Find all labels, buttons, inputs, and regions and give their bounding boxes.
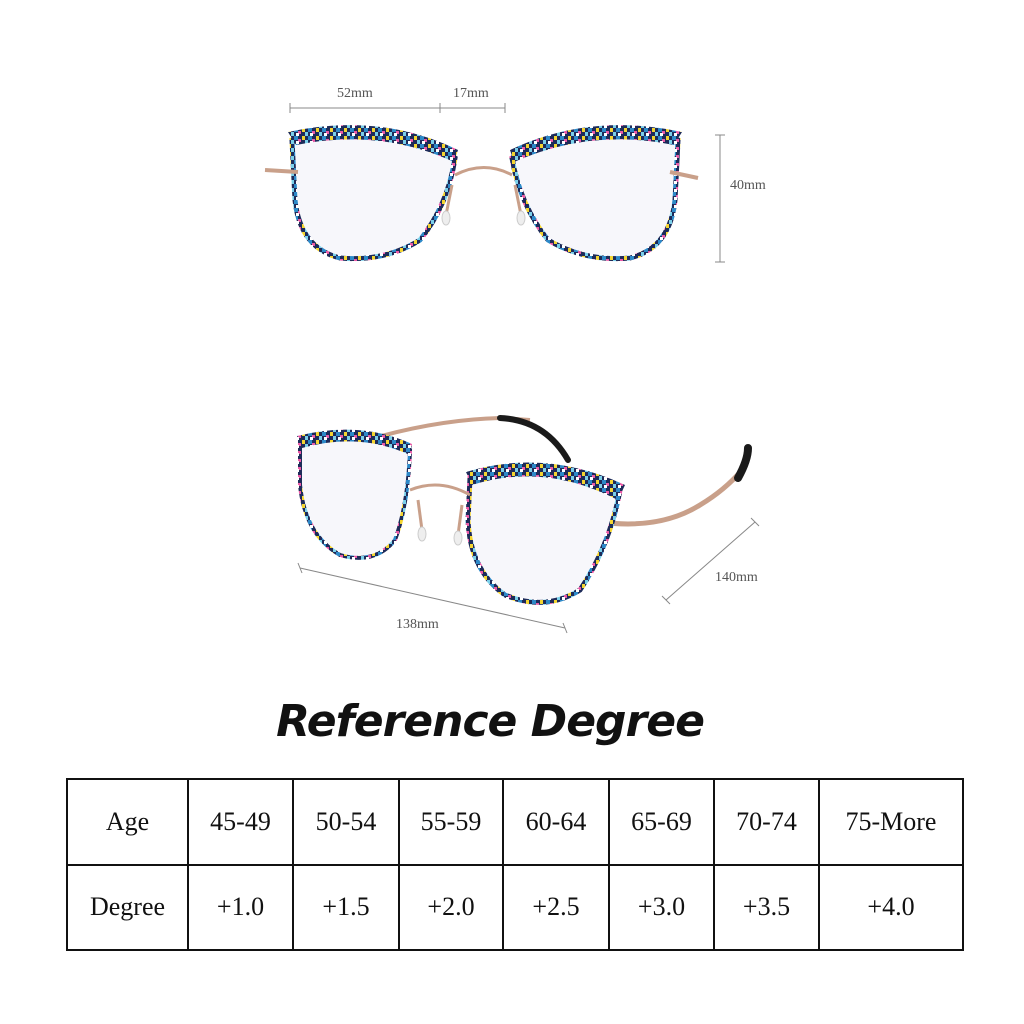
- table-cell: 50-54: [292, 778, 400, 866]
- angled-near-temple: [599, 444, 752, 527]
- table-cell: 45-49: [187, 778, 294, 866]
- temple-length-label: 140mm: [715, 570, 758, 585]
- front-dimension-lines: [289, 103, 725, 263]
- lens-width-label: 52mm: [337, 86, 373, 101]
- table-cell: +2.5: [502, 863, 610, 951]
- reference-degree-title: Reference Degree: [276, 696, 705, 747]
- front-left-lens: [288, 125, 458, 262]
- bridge-width-label: 17mm: [453, 86, 489, 101]
- frame-width-label: 138mm: [396, 617, 439, 632]
- table-row: Degree +1.0 +1.5 +2.0 +2.5 +3.0 +3.5 +4.…: [66, 863, 964, 951]
- angled-right-lens: [465, 462, 625, 605]
- angled-dimension-lines: [297, 517, 760, 634]
- degree-row-header: Degree: [66, 863, 189, 951]
- table-cell: +1.0: [187, 863, 294, 951]
- angled-left-lens: [297, 429, 413, 560]
- lens-height-label: 40mm: [730, 178, 766, 193]
- glasses-front-view: [264, 103, 725, 263]
- table-cell: 65-69: [608, 778, 715, 866]
- glasses-angled-view: [297, 415, 760, 634]
- table-cell: 75-More: [818, 778, 964, 866]
- table-cell: +3.5: [713, 863, 820, 951]
- front-right-lens: [509, 125, 682, 262]
- table-row: Age 45-49 50-54 55-59 60-64 65-69 70-74 …: [66, 778, 964, 866]
- table-cell: +3.0: [608, 863, 715, 951]
- angled-bridge: [409, 483, 471, 546]
- table-cell: 70-74: [713, 778, 820, 866]
- table-cell: +4.0: [818, 863, 964, 951]
- table-cell: +1.5: [292, 863, 400, 951]
- table-cell: 60-64: [502, 778, 610, 866]
- front-bridge: [441, 166, 526, 226]
- table-cell: +2.0: [398, 863, 504, 951]
- front-hinges: [264, 168, 699, 180]
- reference-degree-table: Age 45-49 50-54 55-59 60-64 65-69 70-74 …: [66, 778, 964, 951]
- table-cell: 55-59: [398, 778, 504, 866]
- age-row-header: Age: [66, 778, 189, 866]
